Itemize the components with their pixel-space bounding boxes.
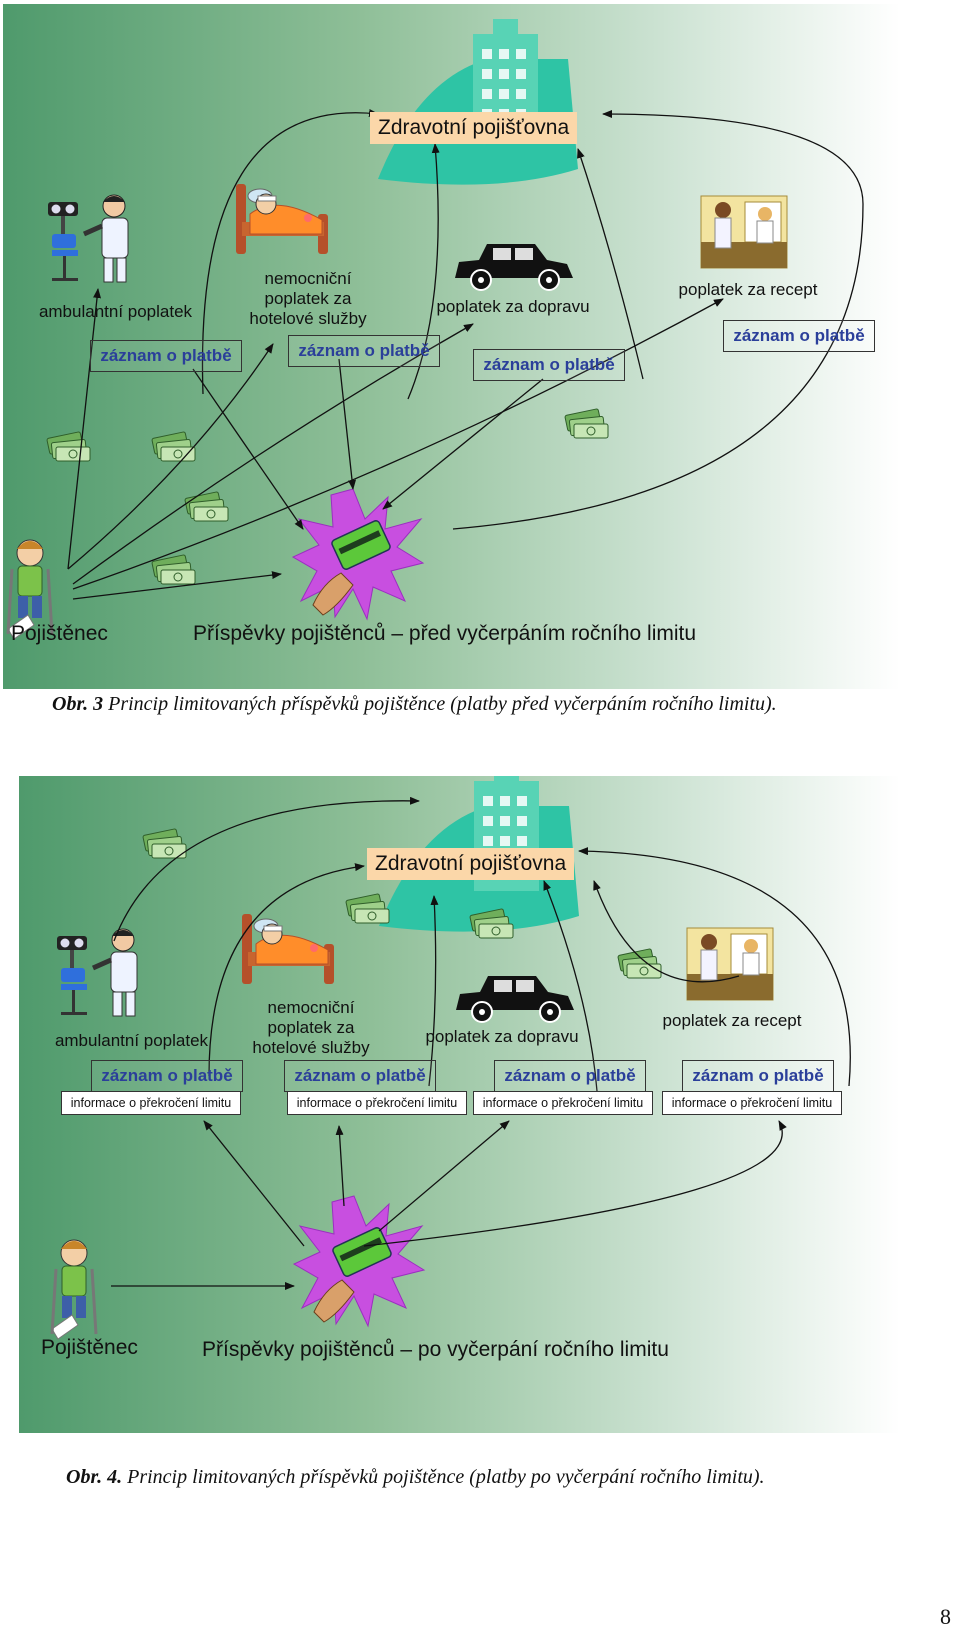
caption-label: Obr. 3: [52, 693, 104, 715]
insured-label: Pojištěnec: [11, 622, 108, 645]
flow-arrows-layer: [50, 776, 851, 1341]
hospital-building-icon: [378, 19, 578, 185]
label-prescription-fee: poplatek za recept: [678, 280, 818, 299]
flow-arrows-layer: [6, 19, 864, 641]
payment-record-hospital: záznam o platbě: [288, 335, 440, 367]
car-icon: [454, 243, 574, 291]
payment-record-prescription: záznam o platbě: [682, 1060, 834, 1092]
payment-record-prescription: záznam o platbě: [723, 320, 875, 352]
insurer-box: Zdravotní pojišťovna: [367, 848, 575, 880]
insured-label: Pojištěnec: [41, 1336, 138, 1359]
payment-record-outpatient: záznam o platbě: [91, 1060, 243, 1092]
cash-icon: [617, 948, 662, 979]
insured-person-icon: [50, 1238, 98, 1341]
pharmacy-counter-icon: [686, 927, 774, 1001]
card-payment-burst-icon: [293, 1195, 425, 1327]
patient-in-bed-icon: [241, 913, 335, 985]
label-prescription-fee: poplatek za recept: [662, 1011, 802, 1030]
label-outpatient-fee: ambulantní poplatek: [38, 302, 193, 321]
doctor-icon: [48, 195, 128, 282]
figure-caption-3: Obr. 3 Princip limitovaných příspěvků po…: [52, 693, 777, 716]
cash-icon: [564, 408, 609, 439]
payment-record-hospital: záznam o platbě: [284, 1060, 436, 1092]
doctor-icon: [57, 929, 137, 1016]
cash-icon: [151, 431, 196, 462]
caption-text: Princip limitovaných příspěvků pojištěnc…: [103, 693, 777, 715]
payment-record-outpatient: záznam o platbě: [90, 340, 242, 372]
cash-icon: [184, 491, 229, 522]
contributions-title: Příspěvky pojištěnců – před vyčerpáním r…: [193, 622, 697, 645]
cash-icon: [142, 828, 187, 859]
figure-caption-4: Obr. 4. Princip limitovaných příspěvků p…: [66, 1466, 765, 1489]
patient-in-bed-icon: [235, 183, 329, 255]
limit-info-transport: informace o překročení limitu: [473, 1091, 653, 1115]
insurer-box: Zdravotní pojišťovna: [370, 112, 578, 144]
label-outpatient-fee: ambulantní poplatek: [54, 1031, 209, 1050]
limit-info-prescription: informace o překročení limitu: [662, 1091, 842, 1115]
limit-info-hospital: informace o překročení limitu: [287, 1091, 467, 1115]
limit-info-outpatient: informace o překročení limitu: [61, 1091, 241, 1115]
label-transport-fee: poplatek za dopravu: [425, 1027, 579, 1046]
cash-icon: [46, 431, 91, 462]
payment-record-transport: záznam o platbě: [494, 1060, 646, 1092]
card-payment-burst-icon: [292, 488, 424, 620]
label-transport-fee: poplatek za dopravu: [436, 297, 590, 316]
label-hospital-fee: nemocniční poplatek za hotelové služby: [249, 269, 367, 328]
diagram-panel-before-limit: Zdravotní pojišťovna ambulantní poplatek…: [3, 4, 900, 689]
cash-icon: [151, 554, 196, 585]
label-hospital-fee: nemocniční poplatek za hotelové služby: [252, 998, 370, 1057]
diagram-panel-after-limit: Zdravotní pojišťovna ambulantní poplatek…: [19, 776, 900, 1433]
cash-icon: [345, 893, 390, 924]
pharmacy-counter-icon: [700, 195, 788, 269]
contributions-title: Příspěvky pojištěnců – po vyčerpání ročn…: [202, 1338, 669, 1361]
caption-label: Obr. 4.: [66, 1466, 123, 1488]
payment-record-transport: záznam o platbě: [473, 349, 625, 381]
caption-text: Princip limitovaných příspěvků pojištěnc…: [122, 1466, 765, 1488]
page-number: 8: [940, 1604, 951, 1629]
car-icon: [455, 975, 575, 1023]
